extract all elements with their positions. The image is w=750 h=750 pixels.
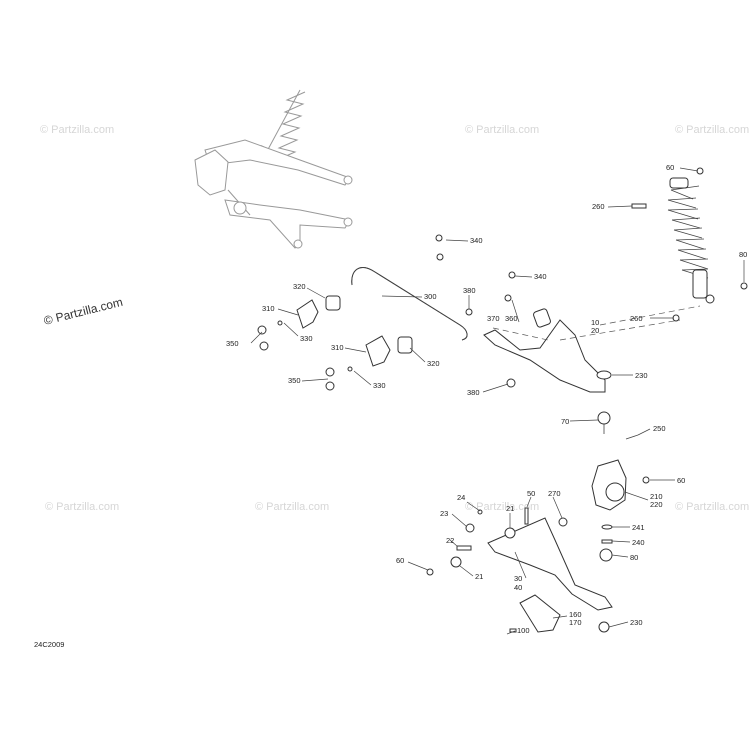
bolt-380b <box>506 378 516 388</box>
callout-label: 380 <box>467 388 480 397</box>
callout-label: 40 <box>514 583 522 592</box>
callout-label: 60 <box>677 476 685 485</box>
callout-label: 60 <box>396 556 404 565</box>
callout-label: 230 <box>630 618 643 627</box>
bolt-340 <box>508 271 516 279</box>
callout-label: 22 <box>446 536 454 545</box>
reference-knuckle <box>194 149 229 196</box>
nut-350 <box>325 381 335 391</box>
watermark: © Partzilla.com <box>255 501 329 513</box>
callout-label: 24 <box>457 493 465 502</box>
nut-350 <box>259 341 269 351</box>
bushing-270 <box>558 517 568 527</box>
skid-plate <box>519 594 561 633</box>
watermark: © Partzilla.com <box>465 124 539 136</box>
callout-label: 310 <box>262 304 275 313</box>
callout-label: 21 <box>506 504 514 513</box>
bolt-330 <box>277 320 283 326</box>
washer-23 <box>465 523 475 533</box>
circlip-230b <box>598 621 610 633</box>
callout-label: 160 <box>569 610 582 619</box>
callout-label: 170 <box>569 618 582 627</box>
callout-label: 23 <box>440 509 448 518</box>
bolt-22 <box>456 545 472 551</box>
callout-label: 320 <box>293 282 306 291</box>
callout-label: 20 <box>591 326 599 335</box>
callout-label: 250 <box>653 424 666 433</box>
circlip-230 <box>596 370 612 380</box>
callout-label: 70 <box>561 417 569 426</box>
callout-label: 330 <box>373 381 386 390</box>
reference-lower-arm <box>224 199 351 249</box>
bolt-260 <box>631 203 647 209</box>
callout-label: 350 <box>288 376 301 385</box>
callout-label: 220 <box>650 500 663 509</box>
bushing-21 <box>450 556 462 568</box>
callout-label: 310 <box>331 343 344 352</box>
nut-60c <box>426 568 434 576</box>
callout-label: 240 <box>632 538 645 547</box>
leader-lines <box>250 167 745 635</box>
bolt-50 <box>524 507 529 525</box>
callout-label: 370 <box>487 314 500 323</box>
callout-label: 30 <box>514 574 522 583</box>
callout-label: 340 <box>470 236 483 245</box>
watermark-main: © Partzilla.com <box>42 295 124 328</box>
bolt-380 <box>465 308 473 316</box>
callout-label: 210 <box>650 492 663 501</box>
reference-suspension-assembly <box>194 89 353 249</box>
bushing-320b <box>397 336 413 354</box>
nut-350 <box>325 367 335 377</box>
callout-label: 300 <box>424 292 437 301</box>
nut-350 <box>257 325 267 335</box>
bracket-310 <box>296 299 319 329</box>
callout-label: 21 <box>475 572 483 581</box>
callout-label: 380 <box>463 286 476 295</box>
callout-label: 100 <box>517 626 530 635</box>
callout-label: 10 <box>591 318 599 327</box>
lower-a-arm <box>487 517 613 611</box>
cotter-pin-250 <box>625 434 639 440</box>
callout-label: 360 <box>505 314 518 323</box>
callout-label: 230 <box>635 371 648 380</box>
watermark: © Partzilla.com <box>45 501 119 513</box>
callout-label: 260 <box>630 314 643 323</box>
callout-label: 241 <box>632 523 645 532</box>
watermark: © Partzilla.com <box>675 124 749 136</box>
diagram-code: 24C2009 <box>34 640 64 649</box>
upper-a-arm <box>483 319 606 393</box>
callout-label: 80 <box>630 553 638 562</box>
callout-label: 340 <box>534 272 547 281</box>
ball-joint-80 <box>599 548 613 562</box>
callout-label: 330 <box>300 334 313 343</box>
nut-60 <box>740 282 748 290</box>
ball-joint-70 <box>597 411 611 425</box>
callout-label: 60 <box>666 163 674 172</box>
bolt-340b <box>436 253 444 261</box>
callout-label: 260 <box>592 202 605 211</box>
callout-label: 270 <box>548 489 561 498</box>
clip-24 <box>477 509 483 515</box>
washer-241 <box>601 524 613 530</box>
bracket-310b <box>365 335 391 367</box>
bushing-320 <box>325 295 341 311</box>
callout-label: 320 <box>427 359 440 368</box>
nut-60b <box>642 476 650 484</box>
watermark: © Partzilla.com <box>465 501 539 513</box>
bolt-340b <box>435 234 443 242</box>
stabilizer-bar <box>351 267 468 341</box>
bolt-330 <box>347 366 353 372</box>
callout-label: 80 <box>739 250 747 259</box>
watermark: © Partzilla.com <box>675 501 749 513</box>
watermark: © Partzilla.com <box>40 124 114 136</box>
shock-absorber <box>667 177 715 304</box>
callout-label: 50 <box>527 489 535 498</box>
bolt-340 <box>504 294 512 302</box>
callout-label: 350 <box>226 339 239 348</box>
pin-240 <box>601 539 613 544</box>
